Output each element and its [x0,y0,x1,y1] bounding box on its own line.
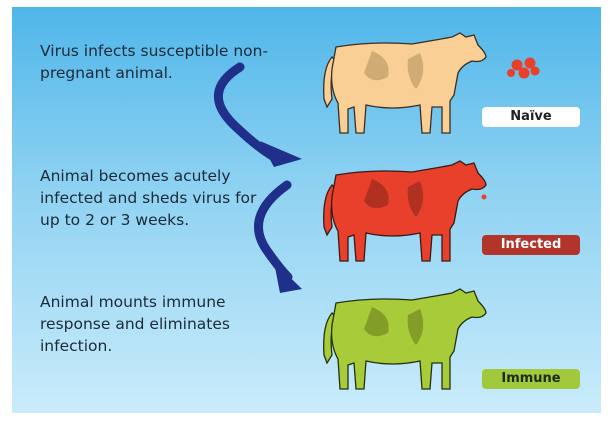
arrow-infected-to-immune [258,185,302,293]
arrow-naive-to-infected [218,67,302,167]
status-badge-immune: Immune [482,369,580,389]
virus-particles [507,58,540,79]
status-badge-naive: Naïve [482,107,580,127]
status-badge-infected: Infected [482,235,580,255]
cow-infected-icon [324,161,487,261]
diagram-graphics [12,7,601,413]
lifecycle-diagram: Virus infects susceptible non-pregnant a… [12,7,601,413]
cow-naive-icon [324,33,486,133]
cow-immune-icon [324,289,486,389]
